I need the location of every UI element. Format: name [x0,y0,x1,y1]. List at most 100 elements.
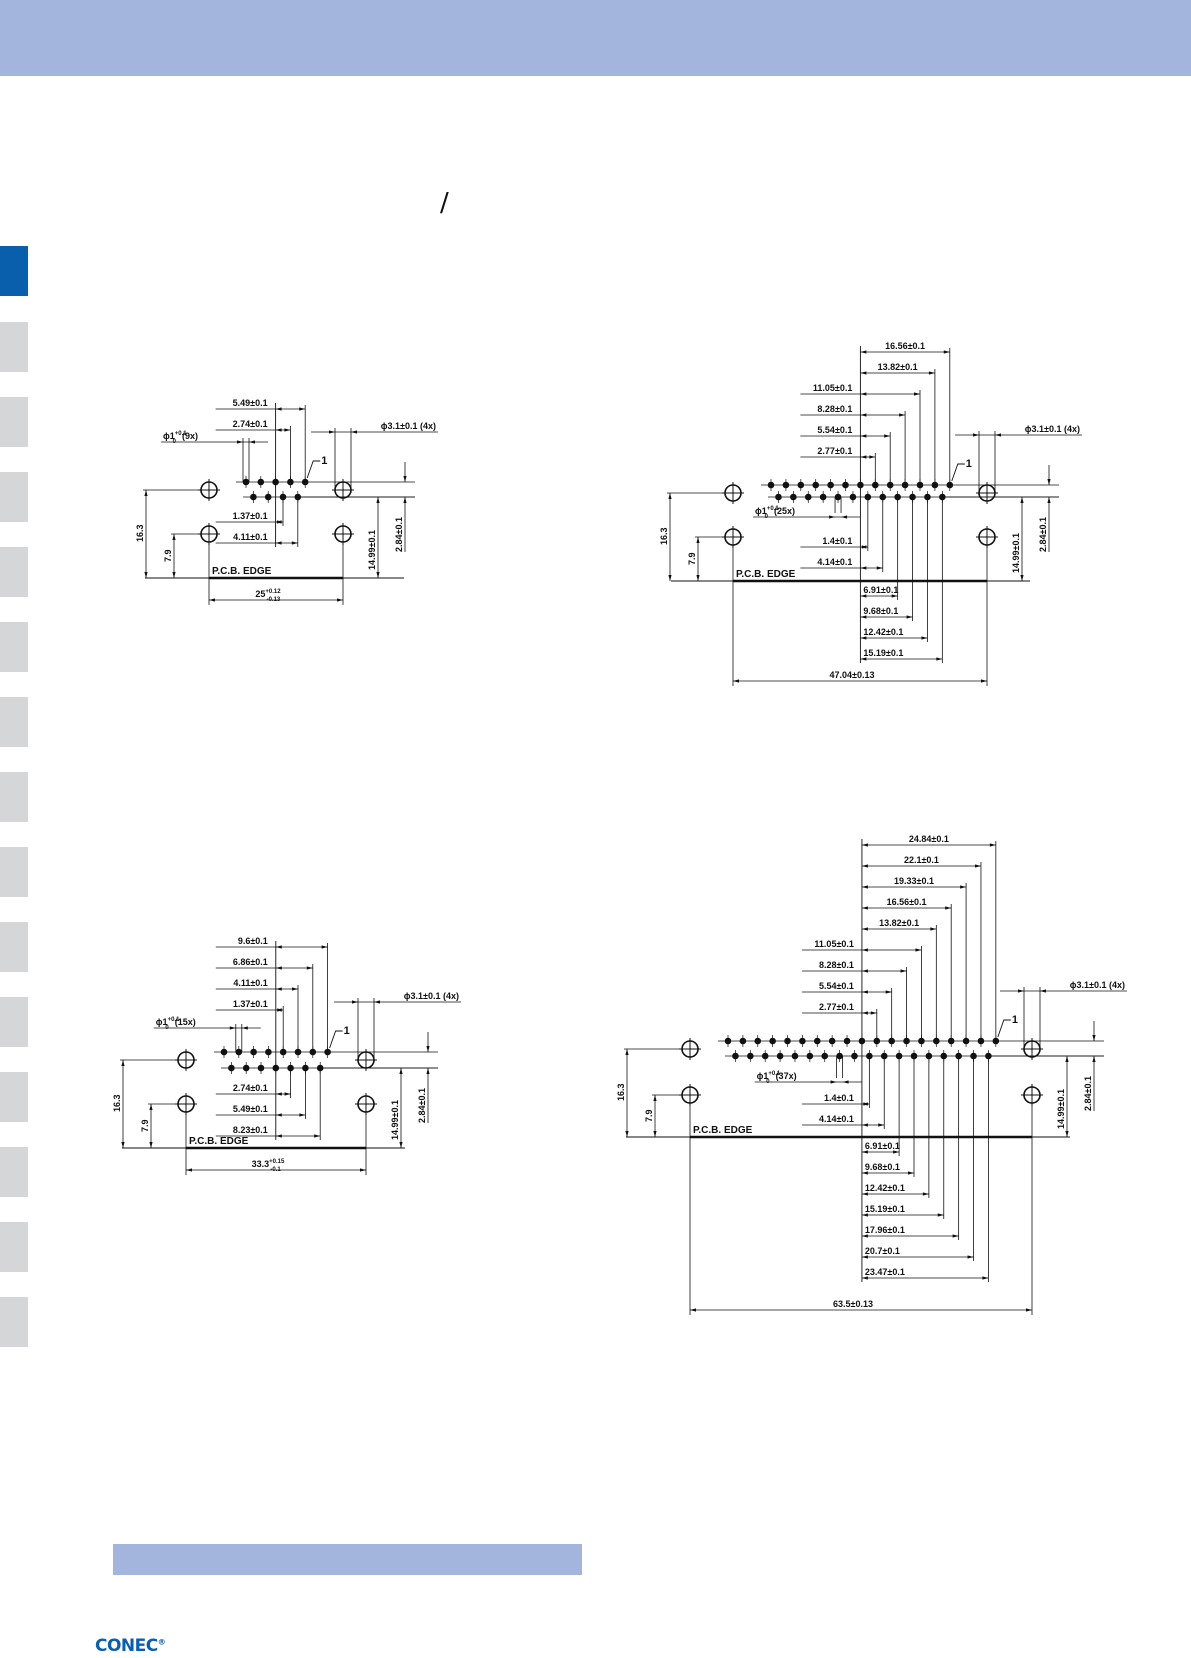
arrowhead [860,413,867,417]
arrowhead [860,615,867,619]
pin-diameter-up: +0.1 [767,506,780,512]
arrowhead [861,1150,868,1154]
sidebar-tab[interactable] [0,1297,28,1347]
callout-leader [329,1030,343,1049]
pin-diameter-count: (9x) [182,431,198,441]
arrowhead [861,1011,868,1015]
arrowhead [1047,479,1051,485]
sidebar-tab[interactable] [0,1147,28,1197]
arrowhead [1040,989,1046,993]
arrowhead [275,1113,282,1117]
arrowhead [292,987,298,991]
bottom-dim-label: 12.42±0.1 [865,1183,905,1193]
sidebar-tab[interactable] [0,397,28,447]
top-dim-label: 8.28±0.1 [819,960,854,970]
arrowhead [908,1171,914,1175]
arrowhead [860,455,867,459]
arrowhead [884,434,891,438]
arrowhead [860,350,867,354]
sidebar-tab[interactable] [0,322,28,372]
arrowhead [121,1142,125,1148]
arrowhead [974,864,981,868]
pin-diameter-low: 0 [165,1025,169,1031]
arrowhead [277,1008,284,1012]
sidebar-tab[interactable] [0,622,28,672]
arrowhead [945,906,952,910]
pcb-edge-label: P.C.B. EDGE [693,1125,753,1136]
bottom-dim-label: 5.49±0.1 [233,1104,268,1114]
arrowhead [915,948,922,952]
arrowhead [861,1192,868,1196]
width-main: 25 [255,589,265,599]
width-main: 63.5±0.13 [833,1299,873,1309]
arrowhead [861,545,868,549]
bottom-dim-label: 23.47±0.1 [865,1267,905,1277]
arrowhead [1026,1308,1032,1312]
logo-text: CONEC [95,1636,158,1656]
arrowhead [899,413,906,417]
arrowhead [914,392,920,396]
arrowhead [900,969,907,973]
sidebar-tab[interactable] [0,922,28,972]
top-dim-label: 9.6±0.1 [238,936,268,946]
arrowhead [860,371,867,375]
top-dim-label: 24.84±0.1 [909,834,949,844]
width-lower-tol: -0.13 [267,597,281,603]
arrowhead [995,433,1001,437]
arrowhead [1092,1035,1096,1041]
arrowhead [860,392,867,396]
arrowhead [861,885,868,889]
arrowhead [1092,1056,1096,1062]
arrowhead [426,1046,430,1052]
bottom-dim-label: 20.7±0.1 [865,1246,900,1256]
arrowhead [149,1142,153,1148]
sidebar-tab[interactable] [0,847,28,897]
arrowhead [329,430,335,434]
arrowhead [861,1255,868,1259]
arrowhead [861,1123,868,1127]
arrowhead [922,1192,929,1196]
arrowhead [668,493,672,499]
sidebar-tab[interactable] [0,1072,28,1122]
sidebar-tab[interactable] [0,1222,28,1272]
top-dim-label: 19.33±0.1 [894,876,934,886]
arrowhead [275,1134,282,1138]
bottom-dim-label: 1.37±0.1 [233,511,268,521]
arrowhead [625,1049,629,1055]
callout-leader [997,1019,1011,1038]
arrowhead [284,1092,291,1096]
row-spacing-label: 2.84±0.1 [394,517,404,552]
callout-number: 1 [344,1025,350,1037]
top-dim-label: 22.1±0.1 [904,855,939,865]
arrowhead [870,1011,877,1015]
top-dim-label: 16.56±0.1 [885,341,925,351]
arrowhead [841,515,848,519]
arrowhead [943,350,950,354]
arrowhead [426,1068,430,1074]
top-dim-label: 4.11±0.1 [233,978,267,988]
arrowhead [275,966,282,970]
pcb-edge-label: P.C.B. EDGE [212,566,272,577]
top-dim-label: 13.82±0.1 [879,918,919,928]
top-dim-label: 1.37±0.1 [233,999,268,1009]
hole-height-label: 7.9 [687,552,697,565]
callout-number: 1 [1012,1014,1018,1026]
width-dim-label: 47.04±0.13 [830,670,875,680]
arrowhead [144,490,148,496]
width-upper-tol: +0.12 [265,589,281,595]
sidebar-tab[interactable] [0,772,28,822]
arrowhead [860,566,867,570]
sidebar-tab[interactable] [0,547,28,597]
callout-number: 1 [966,458,972,470]
bottom-dim-label: 15.19±0.1 [863,648,903,658]
sidebar-tab[interactable] [0,697,28,747]
sidebar-tab-active[interactable] [0,246,28,296]
bottom-dim-label: 8.23±0.1 [233,1125,268,1135]
arrowhead [351,430,357,434]
sidebar-tab[interactable] [0,997,28,1047]
top-dim-label: 11.05±0.1 [814,939,853,949]
sidebar-tab[interactable] [0,472,28,522]
connector-footprint-3: 1.37±0.14.11±0.16.86±0.19.6±0.12.74±0.15… [112,936,461,1175]
height-dim-label: 14.99±0.1 [367,530,377,570]
